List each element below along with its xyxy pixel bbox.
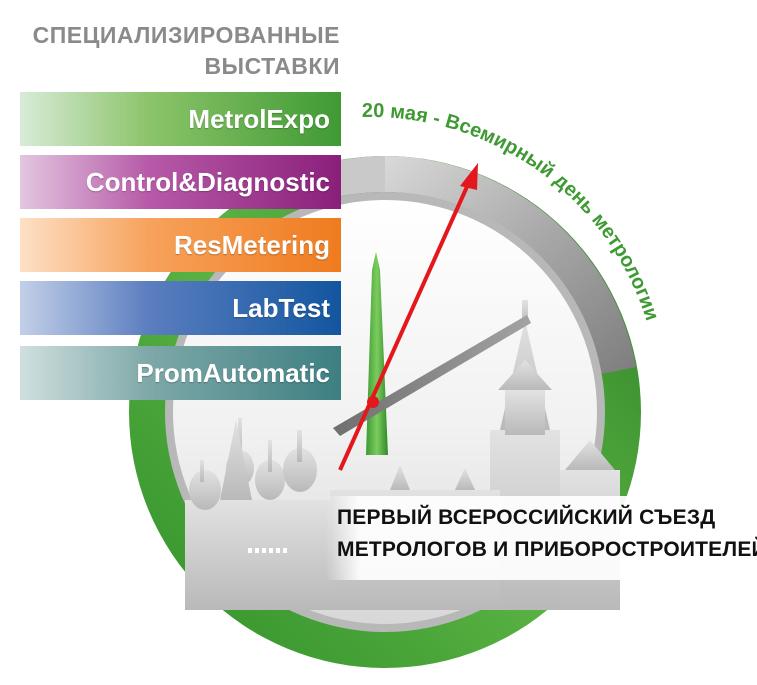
red-hand xyxy=(338,179,472,471)
exhibition-promautomatic[interactable]: PromAutomatic xyxy=(20,346,341,400)
heading-line-2: ВЫСТАВКИ xyxy=(204,53,340,79)
exhibition-control-diagnostic[interactable]: Control&Diagnostic xyxy=(20,155,341,209)
congress-banner xyxy=(326,496,746,580)
congress-title-line-1: ПЕРВЫЙ ВСЕРОССИЙСКИЙ СЪЕЗД xyxy=(337,506,716,529)
exhibition-labtest[interactable]: LabTest xyxy=(20,281,341,335)
hand-hub xyxy=(367,396,379,408)
heading-line-1: СПЕЦИАЛИЗИРОВАННЫЕ xyxy=(32,22,340,48)
skyline-windows xyxy=(248,548,287,553)
exhibition-metrolexpo[interactable]: MetrolExpo xyxy=(20,92,341,146)
gray-arc xyxy=(385,156,636,374)
minute-hand xyxy=(333,315,531,436)
congress-title-line-2: МЕТРОЛОГОВ И ПРИБОРОСТРОИТЕЛЕЙ xyxy=(337,538,757,561)
exhibition-resmetering[interactable]: ResMetering xyxy=(20,218,341,272)
red-hand-arrow xyxy=(460,163,478,190)
